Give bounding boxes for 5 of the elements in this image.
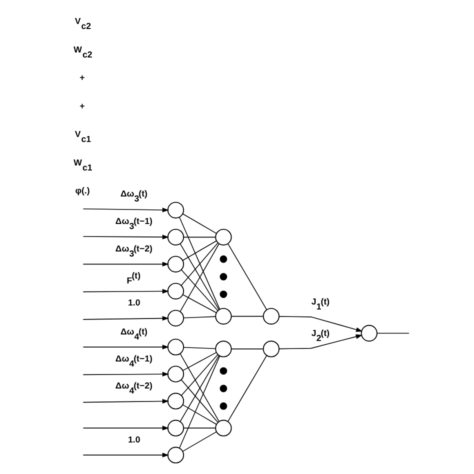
edge-label: 1.0	[128, 434, 140, 445]
edge-label: 1.0	[128, 298, 140, 308]
label: φ(.)	[74, 186, 90, 196]
label: +	[79, 100, 84, 111]
label: +	[79, 72, 84, 83]
